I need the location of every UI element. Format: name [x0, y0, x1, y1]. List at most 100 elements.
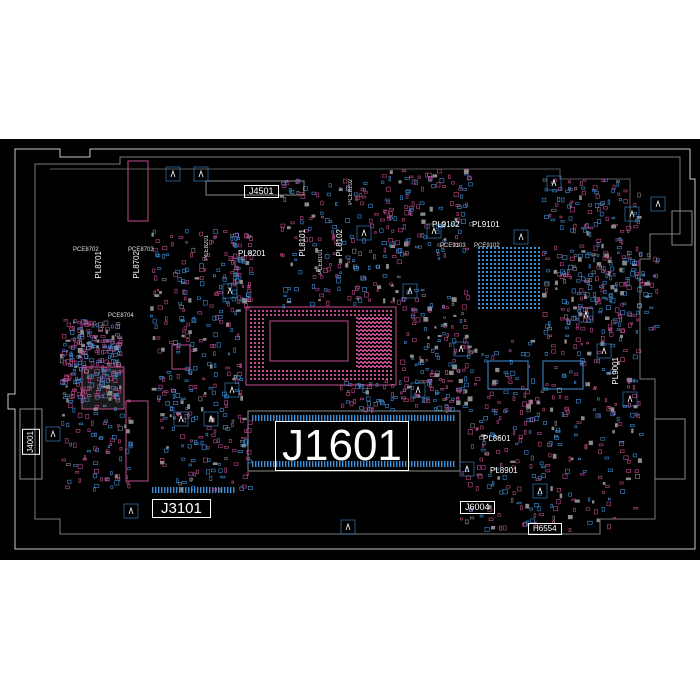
- pad: [322, 374, 324, 376]
- pad: [347, 259, 350, 264]
- pad: [502, 475, 507, 480]
- pad: [467, 482, 473, 488]
- pad: [108, 376, 113, 381]
- pad: [421, 219, 426, 224]
- pad: [518, 255, 520, 257]
- pad: [496, 449, 501, 454]
- pad: [553, 506, 559, 512]
- pad: [514, 303, 516, 305]
- pad: [173, 272, 178, 277]
- pad: [266, 374, 268, 376]
- pad: [478, 279, 480, 281]
- pad: [487, 396, 491, 399]
- pad: [403, 341, 407, 344]
- pad: [384, 357, 386, 359]
- pad: [460, 386, 465, 391]
- pad: [115, 474, 120, 480]
- pad: [534, 415, 539, 421]
- pad: [374, 330, 376, 332]
- pad: [372, 357, 374, 359]
- pad: [378, 374, 380, 376]
- pad: [467, 175, 471, 181]
- pad: [428, 177, 433, 182]
- pad: [496, 420, 499, 424]
- pad: [262, 318, 264, 320]
- inductor-glyph: [361, 228, 367, 237]
- pad: [291, 415, 293, 421]
- pad: [390, 366, 392, 368]
- pad: [542, 407, 545, 412]
- pad: [478, 295, 480, 297]
- pad: [380, 325, 382, 327]
- pad: [360, 321, 362, 323]
- pad: [409, 175, 414, 179]
- pad: [334, 310, 336, 312]
- pad: [500, 462, 503, 468]
- pad: [316, 192, 320, 198]
- pad: [543, 387, 549, 391]
- pad: [579, 180, 583, 186]
- pad: [426, 396, 430, 400]
- pad: [270, 415, 272, 421]
- pad: [362, 238, 366, 244]
- pad: [94, 468, 99, 474]
- pad: [194, 385, 198, 389]
- pad: [547, 442, 552, 448]
- pad: [310, 370, 312, 372]
- pad: [182, 268, 187, 273]
- pad: [97, 377, 101, 382]
- pad: [361, 195, 367, 199]
- pad: [69, 355, 74, 360]
- pad: [468, 182, 473, 187]
- pad: [366, 310, 368, 312]
- pad: [482, 291, 484, 293]
- pad: [282, 185, 287, 188]
- pad: [258, 330, 260, 332]
- pad: [306, 370, 308, 372]
- pad: [79, 339, 82, 345]
- pad: [152, 487, 154, 493]
- pad: [402, 388, 407, 393]
- pad: [77, 464, 83, 469]
- pad: [503, 525, 507, 531]
- pad: [482, 295, 484, 297]
- pad: [254, 322, 256, 324]
- pad: [384, 379, 389, 384]
- pad: [596, 266, 602, 270]
- pad: [455, 235, 459, 240]
- pad: [469, 409, 473, 412]
- pad: [236, 299, 241, 304]
- pad: [349, 235, 354, 239]
- pad: [206, 487, 208, 493]
- pad: [502, 255, 504, 257]
- pad: [362, 378, 364, 380]
- pad: [213, 229, 218, 234]
- h6554-label: H6554: [528, 523, 562, 535]
- pad: [376, 333, 378, 335]
- pad: [390, 346, 392, 348]
- pad: [477, 464, 481, 470]
- pad: [478, 291, 480, 293]
- pad: [616, 328, 620, 331]
- pad: [384, 345, 386, 347]
- pad: [65, 394, 71, 397]
- pad: [110, 485, 114, 489]
- pad: [596, 518, 600, 523]
- pad: [191, 318, 197, 323]
- pad: [66, 322, 71, 328]
- pad: [290, 370, 292, 372]
- pad: [262, 330, 264, 332]
- pad: [568, 216, 573, 221]
- pad: [358, 326, 360, 328]
- pad: [395, 240, 400, 246]
- pad: [427, 343, 430, 348]
- pad: [369, 249, 372, 253]
- pad: [202, 338, 207, 341]
- pad: [368, 349, 370, 351]
- pad: [486, 271, 488, 273]
- pad: [309, 217, 313, 220]
- pad: [82, 457, 87, 461]
- pad: [607, 468, 613, 473]
- pad: [237, 295, 242, 301]
- pad: [356, 357, 358, 359]
